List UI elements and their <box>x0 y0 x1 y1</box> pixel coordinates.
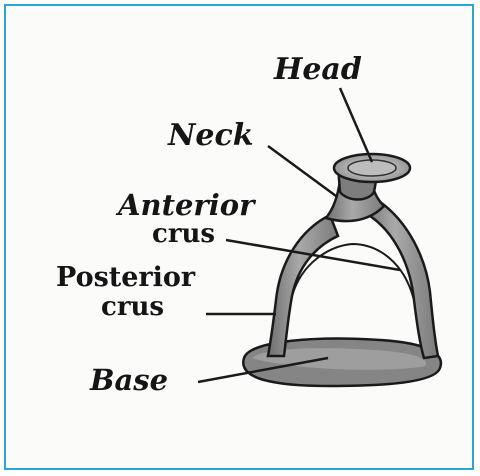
label-posterior-line1: Posterior <box>56 264 195 291</box>
label-neck: Neck <box>168 121 254 151</box>
head-leader-line <box>340 88 372 162</box>
anterior-crus <box>360 202 438 358</box>
label-anterior-line1: Anterior <box>118 191 254 220</box>
neck-leader-line <box>268 146 336 196</box>
label-base: Base <box>90 366 168 395</box>
label-anterior-line2: crus <box>152 221 215 247</box>
label-posterior-line2: crus <box>101 294 164 320</box>
posterior-crus <box>268 215 338 356</box>
label-head: Head <box>274 55 362 85</box>
